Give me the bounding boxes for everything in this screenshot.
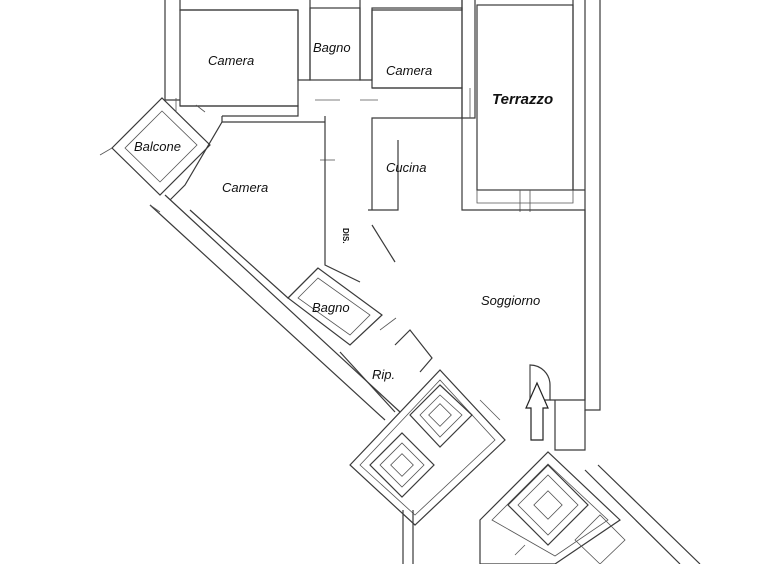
room-label-camera-top-left: Camera — [208, 53, 254, 68]
room-label-camera-mid: Camera — [222, 180, 268, 195]
top-rooms-walls — [179, 4, 574, 212]
room-label-cucina: Cucina — [386, 160, 426, 175]
corridor-walls — [180, 87, 573, 283]
room-label-balcone: Balcone — [134, 139, 181, 154]
room-label-rip: Rip. — [372, 367, 395, 382]
detail-marks — [149, 88, 471, 213]
room-label-terrazzo: Terrazzo — [492, 91, 553, 108]
room-label-bagno-top: Bagno — [313, 40, 351, 55]
lower-left-walls — [402, 510, 414, 564]
room-label-soggiorno: Soggiorno — [481, 293, 540, 308]
rip-walls — [339, 317, 433, 413]
bagno-mid-walls — [287, 267, 383, 346]
room-label-camera-top-mid: Camera — [386, 63, 432, 78]
room-label-bagno-mid: Bagno — [312, 300, 350, 315]
stair-block-left — [349, 369, 506, 526]
soggiorno-walls — [479, 209, 586, 451]
camera-mid-walls — [149, 116, 401, 421]
stair-block-right — [479, 451, 701, 564]
up-arrow-icon — [525, 381, 549, 441]
room-label-dis: DIS. — [341, 228, 350, 244]
balcone-walls — [99, 97, 211, 196]
